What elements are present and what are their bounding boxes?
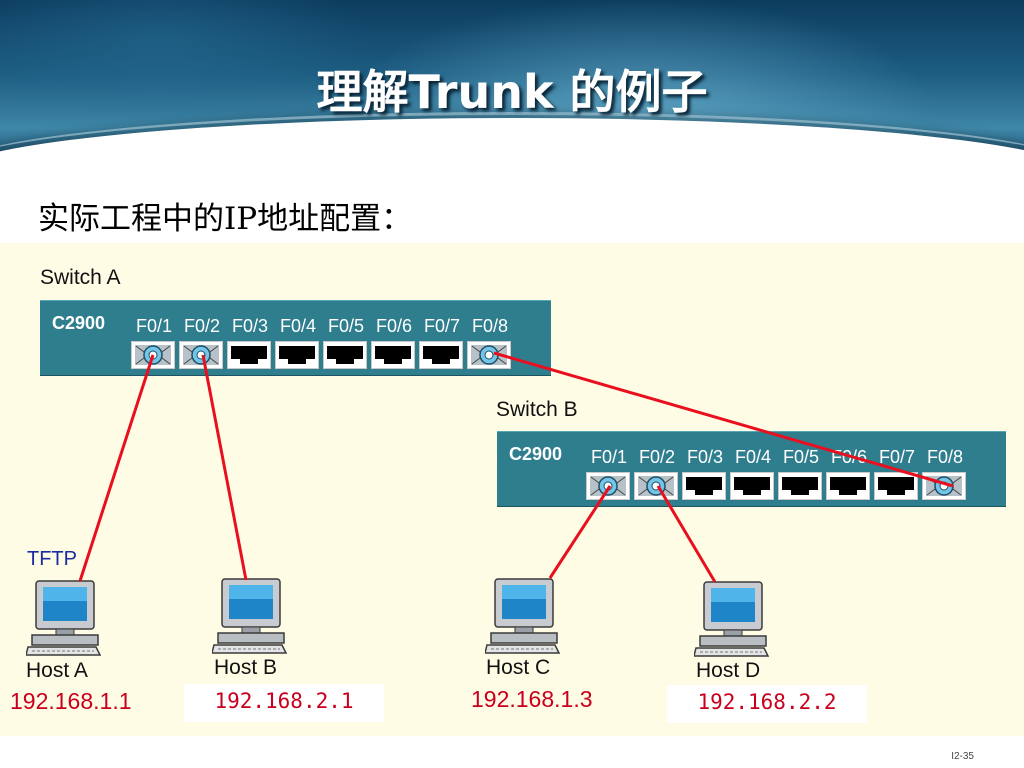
rj45-port-empty-icon	[375, 346, 411, 364]
switch-b-port-6[interactable]	[826, 472, 870, 500]
rj45-port-empty-icon	[686, 477, 722, 495]
rj45-port-connected-icon	[638, 476, 674, 496]
host-a[interactable]	[26, 577, 102, 657]
header-accent-line	[0, 112, 1024, 165]
switch-a-port-3[interactable]	[227, 341, 271, 369]
switch-a: C2900 F0/1 F0/2 F0/3 F0/4 F0/5 F0/6 F0/7…	[40, 300, 551, 376]
slide-title: 理解Trunk 的例子	[316, 65, 708, 119]
switch-b-port-label-4: F0/4	[734, 447, 772, 467]
switch-b-port-3[interactable]	[682, 472, 726, 500]
switch-a-port-1[interactable]	[131, 341, 175, 369]
desktop-computer-icon	[212, 578, 288, 654]
switch-a-port-label-7: F0/7	[423, 316, 461, 336]
slide-number: I2-35	[951, 751, 974, 762]
switch-a-label: Switch A	[40, 266, 121, 289]
switch-b-label: Switch B	[496, 398, 578, 421]
host-a-label: Host A	[26, 659, 88, 682]
rj45-port-connected-icon	[471, 345, 507, 365]
switch-a-port-6[interactable]	[371, 341, 415, 369]
switch-a-port-7[interactable]	[419, 341, 463, 369]
slide-header: 理解Trunk 的例子	[0, 0, 1024, 165]
rj45-port-empty-icon	[782, 477, 818, 495]
switch-a-port-4[interactable]	[275, 341, 319, 369]
host-c-ip: 192.168.1.3	[471, 686, 593, 712]
host-c[interactable]	[485, 575, 561, 655]
switch-b-port-label-2: F0/2	[638, 447, 676, 467]
switch-a-port-label-6: F0/6	[375, 316, 413, 336]
switch-a-port-label-2: F0/2	[183, 316, 221, 336]
switch-a-model: C2900	[52, 313, 106, 333]
rj45-port-empty-icon	[279, 346, 315, 364]
host-b-ip: 192.168.2.1	[184, 684, 384, 722]
switch-b-port-7[interactable]	[874, 472, 918, 500]
rj45-port-empty-icon	[327, 346, 363, 364]
host-b[interactable]	[212, 575, 288, 655]
rj45-port-connected-icon	[183, 345, 219, 365]
switch-b-port-2[interactable]	[634, 472, 678, 500]
switch-b-port-1[interactable]	[586, 472, 630, 500]
switch-a-port-label-8: F0/8	[471, 316, 509, 336]
host-b-label: Host B	[214, 656, 278, 679]
switch-b-port-label-8: F0/8	[926, 447, 964, 467]
host-a-ip: 192.168.1.1	[10, 688, 132, 714]
switch-b-port-label-1: F0/1	[590, 447, 628, 467]
host-c-label: Host C	[486, 656, 551, 679]
tftp-label: TFTP	[27, 548, 77, 570]
switch-b-port-label-5: F0/5	[782, 447, 820, 467]
desktop-computer-icon	[694, 581, 770, 657]
switch-a-port-label-4: F0/4	[279, 316, 317, 336]
rj45-port-empty-icon	[878, 477, 914, 495]
rj45-port-connected-icon	[590, 476, 626, 496]
desktop-computer-icon	[26, 580, 102, 656]
desktop-computer-icon	[485, 578, 561, 654]
switch-a-port-label-3: F0/3	[231, 316, 269, 336]
switch-b: C2900 F0/1 F0/2 F0/3 F0/4 F0/5 F0/6 F0/7…	[497, 431, 1006, 507]
rj45-port-empty-icon	[830, 477, 866, 495]
switch-b-port-5[interactable]	[778, 472, 822, 500]
rj45-port-connected-icon	[926, 476, 962, 496]
switch-b-port-4[interactable]	[730, 472, 774, 500]
slide-subtitle: 实际工程中的IP地址配置：	[38, 201, 413, 237]
switch-a-port-8[interactable]	[467, 341, 511, 369]
switch-b-port-label-7: F0/7	[878, 447, 916, 467]
switch-b-port-label-6: F0/6	[830, 447, 868, 467]
host-d-label: Host D	[696, 659, 761, 682]
switch-a-port-label-5: F0/5	[327, 316, 365, 336]
rj45-port-connected-icon	[135, 345, 171, 365]
host-d-ip: 192.168.2.2	[667, 685, 867, 723]
switch-b-port-8[interactable]	[922, 472, 966, 500]
host-d[interactable]	[694, 578, 770, 658]
rj45-port-empty-icon	[734, 477, 770, 495]
switch-a-port-2[interactable]	[179, 341, 223, 369]
switch-b-model: C2900	[509, 444, 563, 464]
rj45-port-empty-icon	[231, 346, 267, 364]
switch-a-port-label-1: F0/1	[135, 316, 173, 336]
rj45-port-empty-icon	[423, 346, 459, 364]
switch-b-port-label-3: F0/3	[686, 447, 724, 467]
switch-a-port-5[interactable]	[323, 341, 367, 369]
